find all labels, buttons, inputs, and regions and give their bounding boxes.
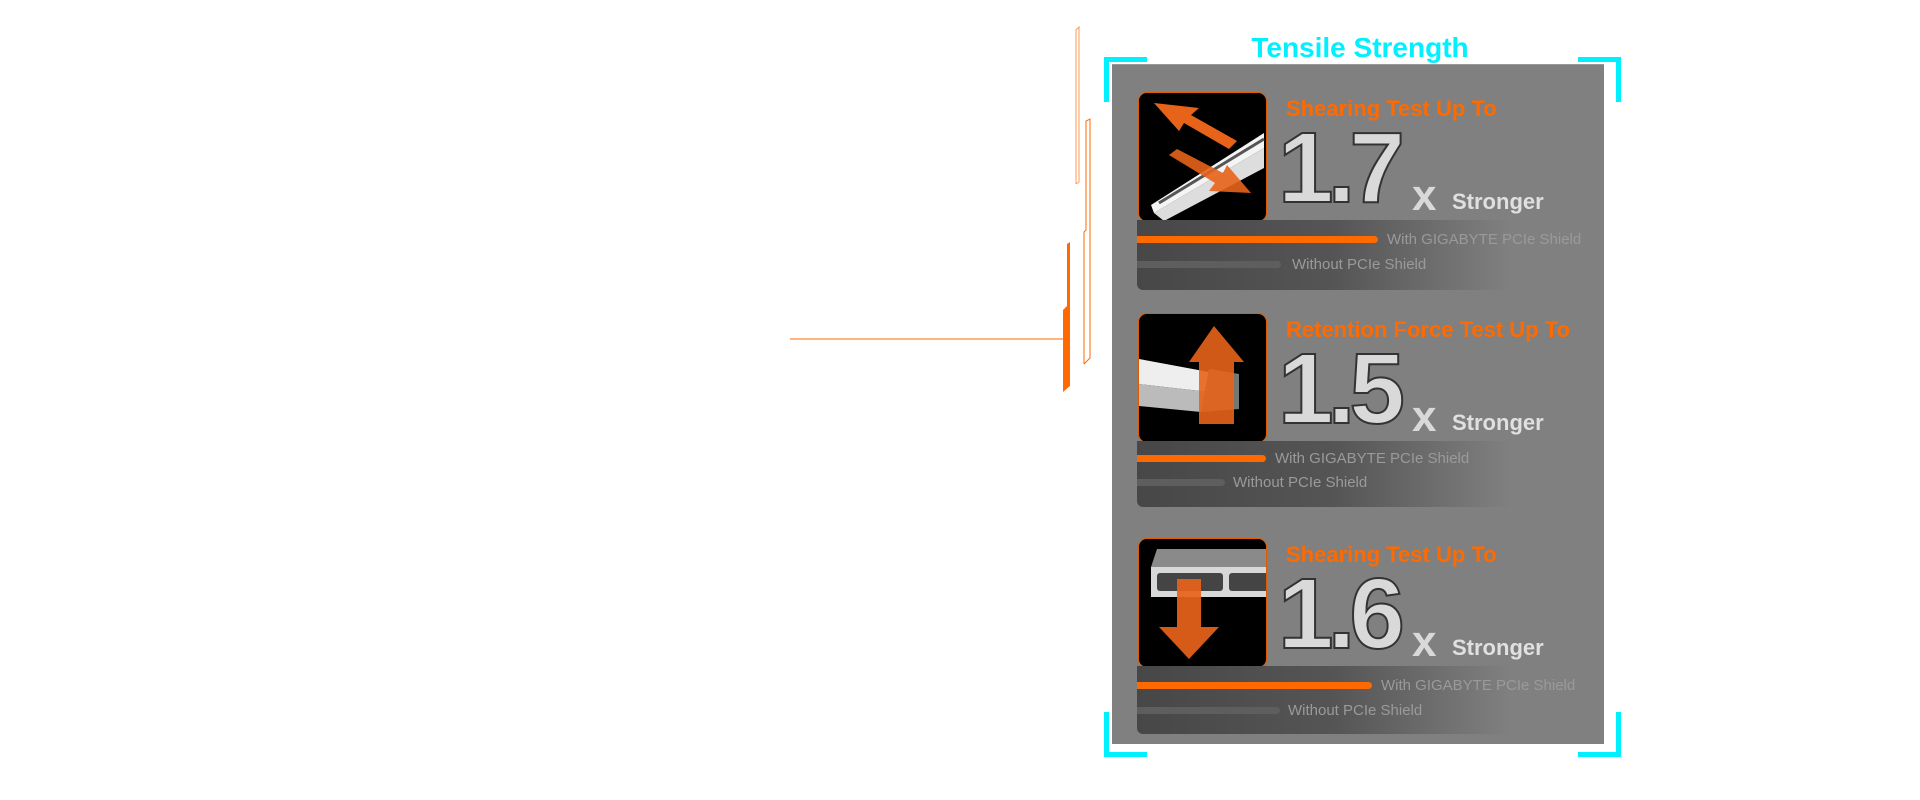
times-symbol: x	[1412, 171, 1437, 220]
without-shield-bar	[1137, 261, 1281, 268]
strength-multiplier: 1.5	[1277, 333, 1406, 445]
without-shield-bar	[1137, 707, 1280, 714]
with-shield-label: With GIGABYTE PCIe Shield	[1387, 231, 1582, 248]
times-symbol: x	[1412, 392, 1437, 441]
test-heading: Retention Force Test Up To	[1286, 317, 1570, 342]
retention-force-test-card: Retention Force Test Up To 1.5 x Stronge…	[1112, 313, 1604, 533]
test-heading: Shearing Test Up To	[1286, 96, 1497, 121]
shearing-test-card-2: Shearing Test Up To 1.6 x Stronger With …	[1112, 538, 1604, 758]
corner-bottom-left	[1104, 712, 1147, 757]
corner-top-right	[1578, 57, 1621, 102]
strength-multiplier: 1.7	[1277, 112, 1406, 224]
stronger-label: Stronger	[1452, 635, 1544, 660]
retention-force-up-icon	[1138, 313, 1267, 443]
with-shield-bar	[1137, 682, 1372, 689]
with-shield-label: With GIGABYTE PCIe Shield	[1381, 677, 1576, 694]
without-shield-label: Without PCIe Shield	[1233, 474, 1368, 491]
shearing-test-card-1: Shearing Test Up To 1.7 x Stronger With …	[1112, 92, 1604, 312]
test-heading: Shearing Test Up To	[1286, 542, 1497, 567]
corner-bottom-right	[1578, 712, 1621, 757]
without-shield-bar	[1137, 479, 1225, 486]
with-shield-label: With GIGABYTE PCIe Shield	[1275, 450, 1470, 467]
section-title: Tensile Strength	[1251, 32, 1469, 63]
shearing-down-icon	[1138, 538, 1267, 668]
comparison-bars: With GIGABYTE PCIe Shield Without PCIe S…	[1137, 220, 1581, 290]
with-shield-bar	[1137, 455, 1266, 462]
stronger-label: Stronger	[1452, 410, 1544, 435]
strength-multiplier: 1.6	[1277, 558, 1406, 670]
without-shield-label: Without PCIe Shield	[1288, 702, 1423, 719]
times-symbol: x	[1412, 617, 1437, 666]
corner-top-left	[1104, 57, 1147, 102]
with-shield-bar	[1137, 236, 1378, 243]
comparison-bars: With GIGABYTE PCIe Shield Without PCIe S…	[1137, 441, 1577, 507]
without-shield-label: Without PCIe Shield	[1292, 256, 1427, 273]
stronger-label: Stronger	[1452, 189, 1544, 214]
tensile-strength-panel: Shearing Test Up To 1.7 x Stronger With …	[1112, 64, 1604, 744]
shearing-horizontal-icon	[1138, 92, 1267, 222]
comparison-bars: With GIGABYTE PCIe Shield Without PCIe S…	[1137, 666, 1577, 734]
